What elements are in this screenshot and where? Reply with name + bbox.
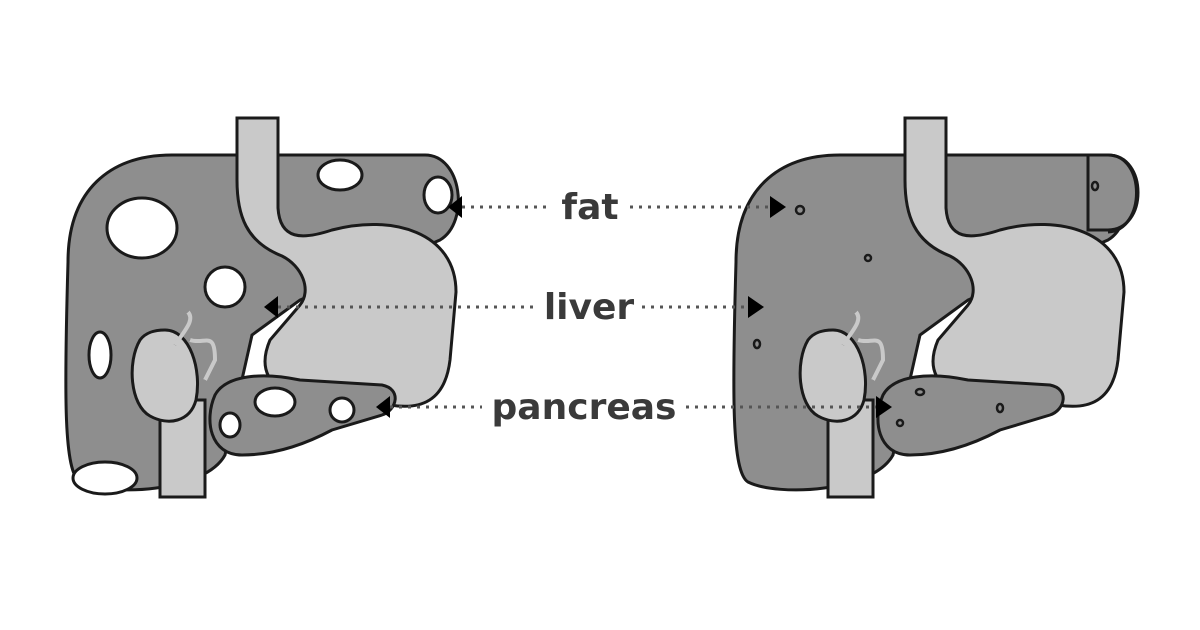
arrow-left-icon	[448, 196, 462, 218]
healthy-organs-panel	[731, 116, 1140, 499]
arrow-right-icon	[876, 396, 892, 418]
organs-healthy	[731, 116, 1129, 499]
callout-fat: fat	[448, 187, 786, 228]
fatty-organs-panel	[63, 116, 461, 499]
arrow-right-icon	[748, 296, 764, 318]
arrow-left-icon	[264, 296, 278, 318]
fat-deposits	[71, 158, 454, 496]
arrow-left-icon	[376, 396, 390, 418]
label-fat: fat	[561, 187, 618, 228]
label-pancreas: pancreas	[492, 387, 677, 428]
small-fat-spots	[752, 180, 1100, 428]
callout-pancreas: pancreas	[376, 387, 892, 428]
label-liver: liver	[544, 287, 635, 328]
arrow-right-icon	[770, 196, 786, 218]
callout-liver: liver	[264, 287, 764, 328]
organs-fatty	[63, 116, 461, 499]
